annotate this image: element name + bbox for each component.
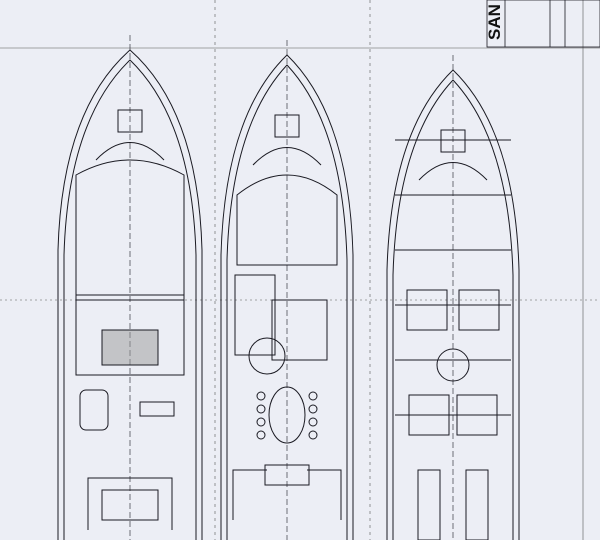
table xyxy=(139,401,175,417)
hatch xyxy=(117,109,143,133)
hatch xyxy=(274,114,300,138)
flybridge-helm-area xyxy=(75,294,185,376)
brand-logo-text: SAN xyxy=(485,4,504,40)
chair xyxy=(308,430,318,440)
wheelhouse xyxy=(236,174,338,266)
aft-settee xyxy=(87,477,173,530)
hull-inner-outline xyxy=(226,64,348,540)
title-block-frame xyxy=(486,0,600,48)
berth xyxy=(406,289,448,331)
berth xyxy=(408,394,450,436)
coffee-table xyxy=(264,464,310,486)
spiral-staircase xyxy=(436,348,470,382)
chair xyxy=(308,391,318,401)
salon-sofa xyxy=(232,469,267,520)
stair-area xyxy=(271,299,328,361)
galley xyxy=(234,274,276,356)
chair xyxy=(256,430,266,440)
windscreen-line xyxy=(252,147,322,166)
seat xyxy=(79,389,109,431)
dining-table xyxy=(268,386,306,444)
chair xyxy=(256,404,266,414)
chair xyxy=(256,391,266,401)
engine xyxy=(465,469,489,540)
chair xyxy=(308,404,318,414)
hull-inner-outline xyxy=(63,59,197,540)
spiral-staircase xyxy=(248,337,286,375)
chair xyxy=(308,417,318,427)
hatch xyxy=(440,129,466,153)
berth xyxy=(458,289,500,331)
chair xyxy=(256,417,266,427)
berth xyxy=(456,394,498,436)
sunpad xyxy=(101,489,159,521)
title-block: SAN xyxy=(485,0,600,48)
engine xyxy=(417,469,441,540)
console xyxy=(101,329,159,366)
windscreen-line xyxy=(418,162,488,181)
windscreen-line xyxy=(95,142,165,161)
foredeck-roof xyxy=(75,159,185,301)
hull-inner-outline xyxy=(392,79,514,540)
salon-sofa xyxy=(307,469,342,520)
